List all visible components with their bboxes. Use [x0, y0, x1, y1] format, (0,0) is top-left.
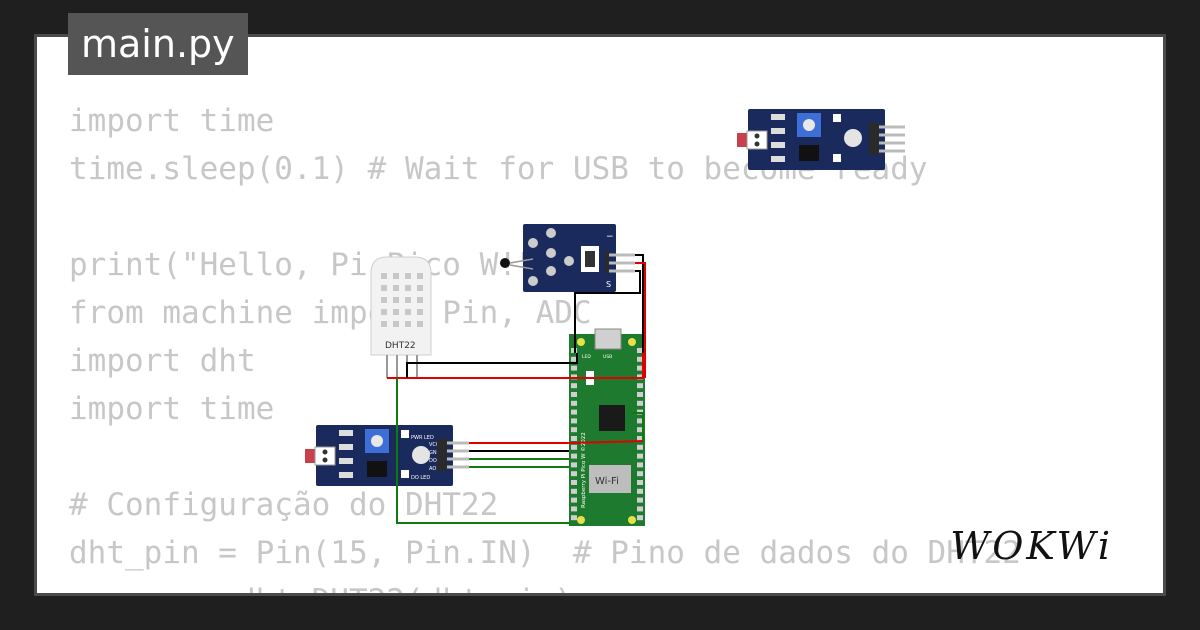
pico-pin[interactable]	[571, 488, 577, 494]
pico-pin[interactable]	[637, 488, 643, 494]
pico-pin[interactable]	[571, 506, 577, 512]
pico-pin[interactable]	[637, 374, 643, 380]
comparator-chip	[367, 461, 387, 477]
wire-black	[574, 270, 641, 353]
dht22-sensor[interactable]: DHT22	[370, 256, 432, 378]
comparator-chip	[799, 145, 819, 161]
pico-pin[interactable]	[637, 471, 643, 477]
pico-pin[interactable]	[637, 515, 643, 521]
pico-pin[interactable]	[637, 365, 643, 371]
ldr-led-icon	[412, 446, 430, 464]
mount-hole	[577, 516, 585, 524]
wifi-label: Wi-Fi	[595, 476, 619, 487]
pico-pin[interactable]	[637, 356, 643, 362]
ldr-led-label: DO LED	[411, 475, 430, 481]
wifi-module	[589, 465, 631, 493]
wires	[387, 254, 646, 524]
pico-usb-label: USB	[603, 354, 612, 360]
file-tab-title[interactable]: main.py	[68, 13, 248, 75]
rp2040-chip	[599, 405, 625, 431]
pico-pin[interactable]	[571, 480, 577, 485]
pico-pin[interactable]	[571, 471, 577, 477]
pico-pin[interactable]	[637, 392, 643, 397]
wire-black	[406, 353, 578, 378]
pico-pin-header	[571, 348, 643, 521]
ntc-pin-label: S	[606, 280, 611, 289]
code-line: import dht	[69, 343, 256, 379]
dht22-label: DHT22	[385, 341, 416, 351]
pico-pin[interactable]	[571, 444, 577, 450]
pico-pin[interactable]	[637, 418, 643, 424]
ldr-led-label: PWR LED	[411, 435, 434, 441]
pico-pin[interactable]	[571, 515, 577, 521]
pico-pin[interactable]	[571, 453, 577, 459]
pico-pin[interactable]	[637, 400, 643, 406]
pico-pin[interactable]	[571, 427, 577, 433]
pico-pin[interactable]	[637, 506, 643, 512]
dht22-vent-grid	[381, 273, 423, 327]
code-line: dht_pin = Pin(15, Pin.IN) # Pino de dado…	[69, 535, 1021, 571]
circuit-diagram: − S DHT22	[305, 109, 905, 526]
ldr-socket	[746, 130, 768, 150]
pico-pin[interactable]	[571, 365, 577, 371]
pico-pin[interactable]	[637, 444, 643, 450]
pico-pin[interactable]	[571, 356, 577, 362]
pico-pin[interactable]	[637, 348, 643, 353]
wire-red	[469, 440, 644, 444]
pico-pin[interactable]	[637, 383, 643, 389]
mount-hole	[577, 338, 585, 346]
mount-hole	[628, 338, 636, 346]
pico-pin[interactable]	[571, 497, 577, 503]
ldr-socket	[314, 446, 336, 466]
wire-green	[631, 412, 644, 441]
mount-hole	[628, 516, 636, 524]
pico-pin[interactable]	[637, 497, 643, 503]
ldr-pin-label: VCC	[429, 442, 440, 448]
pico-pin[interactable]	[637, 480, 643, 485]
pico-pin[interactable]	[571, 400, 577, 406]
pico-pin[interactable]	[571, 409, 577, 415]
pico-pin[interactable]	[571, 374, 577, 380]
pico-pin[interactable]	[571, 436, 577, 441]
ntc-resistor-icon	[585, 251, 595, 267]
photoresistor-icon	[737, 133, 747, 147]
pico-pin[interactable]	[571, 462, 577, 468]
pico-pin[interactable]	[637, 462, 643, 468]
wire-green	[396, 378, 569, 524]
code-line: import time	[69, 391, 275, 427]
pico-pin[interactable]	[637, 453, 643, 459]
wokwi-logo: WOKWi	[950, 524, 1113, 568]
wire-black	[635, 254, 644, 353]
code-line: # Configuração do DHT22	[69, 487, 499, 523]
ldr-pin-label: GND	[429, 450, 441, 456]
pico-pin[interactable]	[571, 392, 577, 397]
ldr-module-left[interactable]: PWR LED DO LED VCC GND DO AO	[305, 425, 469, 486]
ldr-pin-label: DO	[429, 458, 437, 464]
dht22-housing	[370, 256, 432, 356]
pico-w-board[interactable]: LED USB Wi-Fi Raspberry Pi Pico W ©2022	[569, 328, 645, 526]
usb-connector-icon	[594, 328, 622, 350]
ntc-module[interactable]: − S	[500, 224, 635, 292]
pico-pin[interactable]	[571, 418, 577, 424]
ldr-board	[316, 425, 453, 486]
ldr-pin-label: AO	[429, 466, 436, 472]
code-line: import time	[69, 103, 275, 139]
photoresistor-icon	[305, 449, 315, 463]
pico-pin[interactable]	[637, 427, 643, 433]
ldr-module-top[interactable]	[737, 109, 905, 170]
ldr-board	[748, 109, 885, 170]
ntc-pin-label: −	[606, 232, 614, 242]
pico-led-label: LED	[582, 354, 591, 360]
wire-red	[387, 353, 644, 379]
pico-pin[interactable]	[637, 436, 643, 441]
wire-red	[635, 262, 646, 378]
ldr-led-icon	[844, 129, 862, 147]
pico-board-label: Raspberry Pi Pico W ©2022	[580, 432, 587, 508]
thermistor-icon	[500, 258, 510, 268]
pico-pin[interactable]	[571, 383, 577, 389]
code-line: sensor = dht.DHT22(dht_pin)	[69, 577, 1021, 593]
